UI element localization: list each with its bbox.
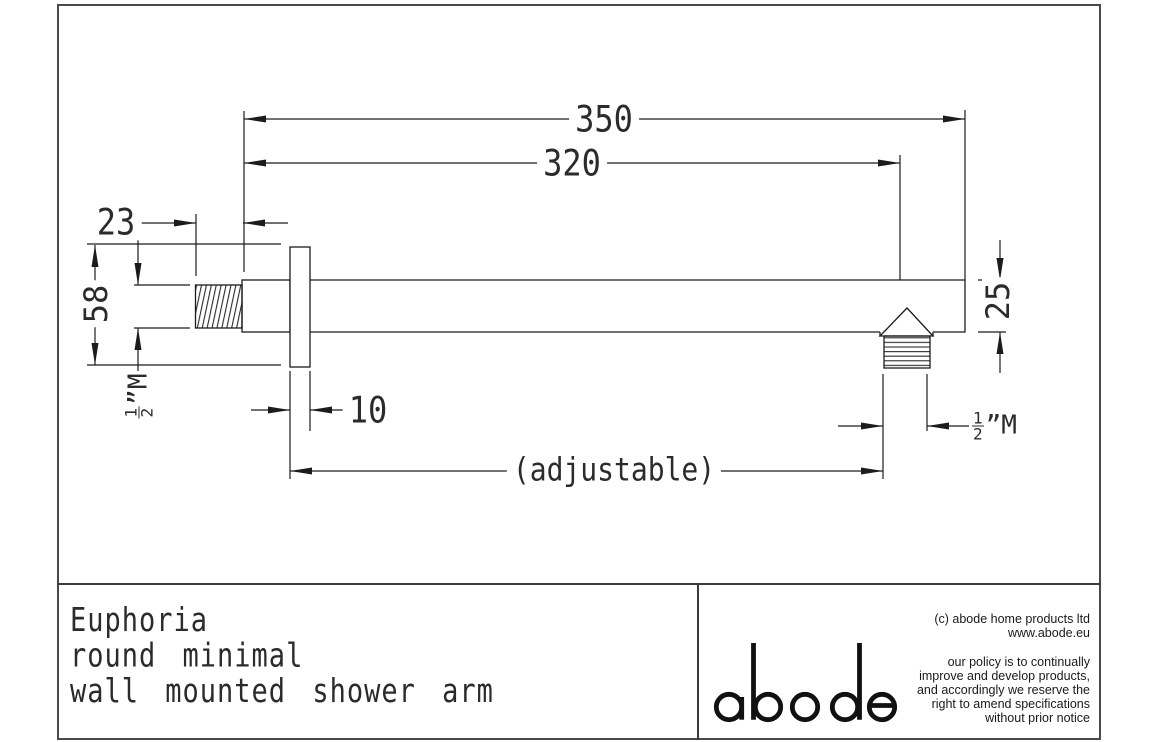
title-block-divider-horizontal	[57, 583, 1101, 585]
product-description: wall mounted shower arm	[70, 672, 494, 711]
product-range: round minimal	[70, 637, 304, 675]
policy-line: our policy is to continually	[947, 655, 1090, 669]
dim-label-overall-length: 350	[569, 100, 639, 137]
product-title: Euphoria round minimal wall mounted show…	[70, 603, 494, 709]
copyright-line: (c) abode home products ltd	[934, 612, 1090, 626]
wall-flange	[289, 246, 311, 368]
collar	[241, 279, 291, 333]
shower-arm-outline	[194, 246, 966, 369]
policy-line: and accordingly we reserve the	[916, 683, 1090, 697]
arm-tube	[310, 279, 966, 333]
website-url: www.abode.eu	[1007, 626, 1090, 640]
abode-logo	[713, 643, 898, 723]
outlet-peak	[878, 307, 935, 337]
inlet-thread	[194, 284, 243, 329]
copyright-block: (c) abode home products ltd www.abode.eu	[934, 612, 1090, 640]
dim-label-adjustable: (adjustable)	[506, 451, 722, 489]
title-block-divider-vertical	[697, 583, 699, 740]
policy-line: improve and develop products,	[919, 669, 1090, 683]
dim-label-flange-depth: 10	[342, 391, 394, 429]
dimension-arrowheads	[91, 115, 1004, 475]
policy-block: our policy is to continually improve and…	[917, 655, 1090, 725]
dim-label-inlet-thread-length: 23	[90, 203, 142, 241]
dim-label-tube-diameter: 25	[979, 277, 1017, 325]
dim-label-length-to-outlet: 320	[537, 144, 607, 182]
product-name: Euphoria	[70, 601, 209, 640]
policy-line: without prior notice	[985, 711, 1090, 725]
policy-line: right to amend specifications	[931, 697, 1090, 711]
outlet-thread	[883, 335, 931, 369]
dim-label-flange-height: 58	[77, 280, 115, 328]
